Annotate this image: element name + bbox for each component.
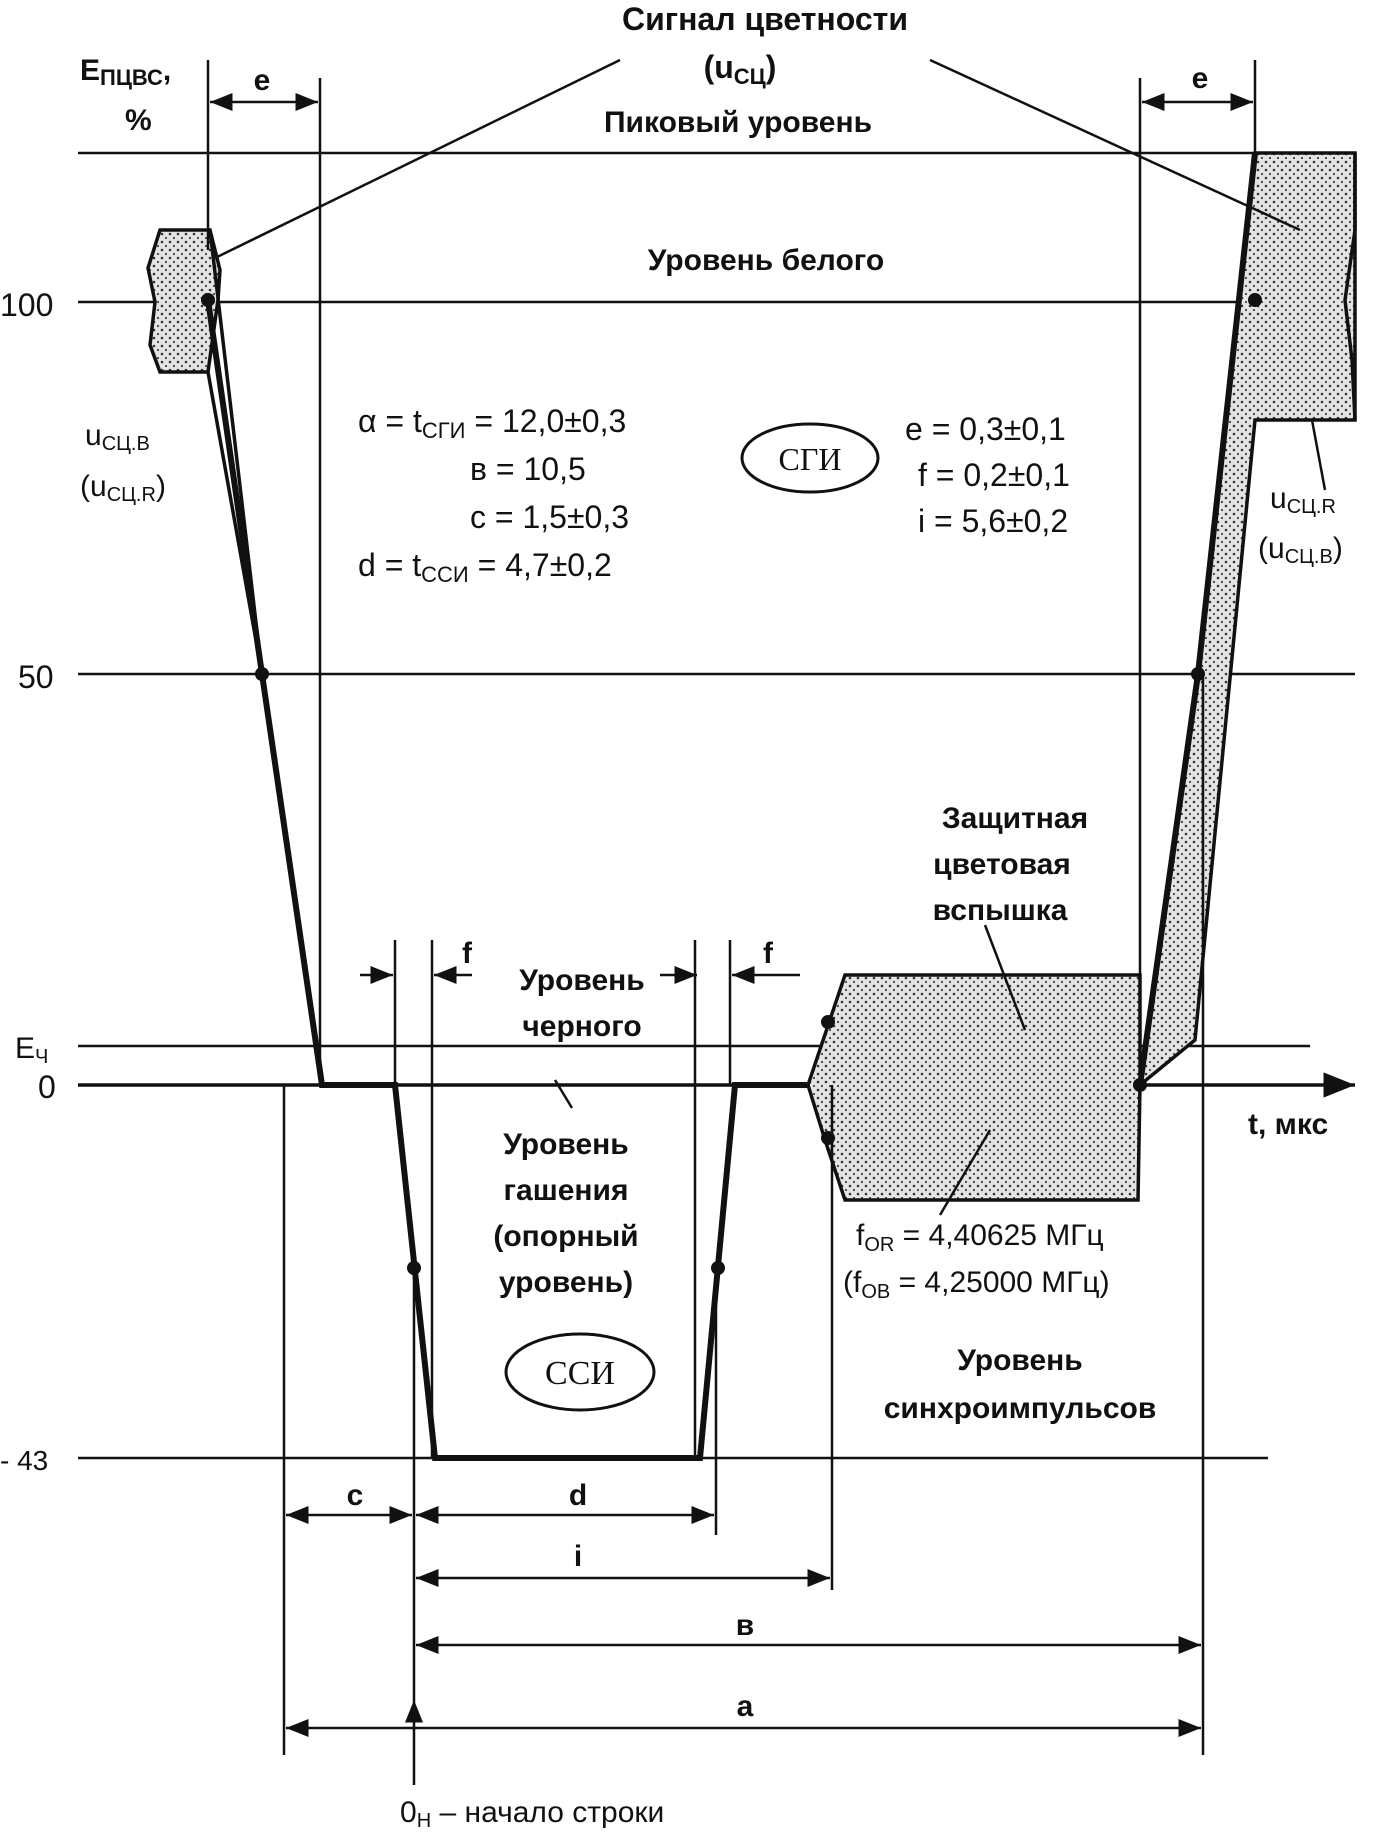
blank-level-label-2: гашения: [504, 1174, 629, 1207]
dim-a: a: [737, 1690, 754, 1723]
chroma-left-label-2: (uСЦ.R): [80, 470, 166, 506]
y-tick-100: 100: [0, 287, 53, 323]
y-tick-0: 0: [38, 1069, 56, 1105]
chroma-right-label-1: uСЦ.R: [1270, 482, 1336, 518]
peak-level-label: Пиковый уровень: [604, 106, 872, 139]
param-e: e = 0,3±0,1: [905, 411, 1066, 447]
dim-c: с: [347, 1479, 364, 1512]
param-i: i = 5,6±0,2: [918, 503, 1068, 539]
param-b: в = 10,5: [470, 451, 586, 487]
ssi-badge: ССИ: [504, 1332, 656, 1412]
sync-level-label-1: Уровень: [957, 1344, 1082, 1377]
dim-b: в: [736, 1609, 754, 1642]
param-f: f = 0,2±0,1: [918, 457, 1070, 493]
burst-label-2: цветовая: [933, 848, 1071, 881]
dim-e-left: e: [254, 64, 271, 97]
dim-e-right: e: [1192, 62, 1209, 95]
sync-level-label-2: синхроимпульсов: [884, 1392, 1157, 1425]
chroma-right-label-2: (uСЦ.В): [1258, 532, 1343, 568]
y-axis-label: EПЦВС,: [80, 54, 171, 90]
title-line2: (uСЦ): [704, 49, 777, 89]
y-tick-43: - 43: [0, 1445, 48, 1476]
dimension-arrows: [210, 93, 1253, 1785]
dim-f-left: f: [462, 937, 473, 970]
burst-label-3: вспышка: [933, 894, 1068, 927]
color-burst: [806, 973, 1142, 1202]
param-c: с = 1,5±0,3: [470, 499, 629, 535]
y-tick-50: 50: [18, 659, 54, 695]
blank-level-label-1: Уровень: [503, 1128, 628, 1161]
left-chroma-signal: [146, 228, 264, 675]
ssi-badge-label: ССИ: [545, 1355, 615, 1392]
dim-i: i: [574, 1540, 582, 1573]
y-axis-unit: %: [125, 104, 152, 137]
title-line1: Сигнал цветности: [622, 1, 908, 37]
burst-label-1: Защитная: [942, 802, 1088, 835]
blank-level-label-4: уровень): [499, 1266, 633, 1299]
param-a: α = tСГИ = 12,0±0,3: [358, 403, 626, 443]
dim-f-right: f: [763, 937, 774, 970]
right-chroma-signal: [1137, 151, 1357, 1090]
reference-verticals: [206, 60, 1257, 1755]
sgi-badge: СГИ: [740, 422, 880, 494]
leader-lines: [214, 58, 1327, 1216]
x-axis-label: t, мкс: [1248, 1108, 1328, 1141]
blank-level-label-3: (опорный: [493, 1220, 638, 1253]
black-level-label-2: черного: [522, 1010, 641, 1043]
black-level-label-1: Уровень: [519, 964, 644, 997]
burst-freq-r: fOR = 4,40625 МГц: [856, 1219, 1104, 1256]
white-level-label: Уровень белого: [648, 244, 884, 277]
origin-label: 0Н – начало строки: [400, 1796, 664, 1832]
chroma-left-label-1: uСЦ.В: [85, 419, 150, 455]
dim-d: d: [569, 1479, 587, 1512]
burst-freq-b: (fOB = 4,25000 МГц): [843, 1266, 1110, 1303]
y-tick-e: EЧ: [15, 1032, 48, 1068]
param-d: d = tССИ = 4,7±0,2: [358, 547, 612, 587]
sgi-badge-label: СГИ: [779, 441, 842, 477]
